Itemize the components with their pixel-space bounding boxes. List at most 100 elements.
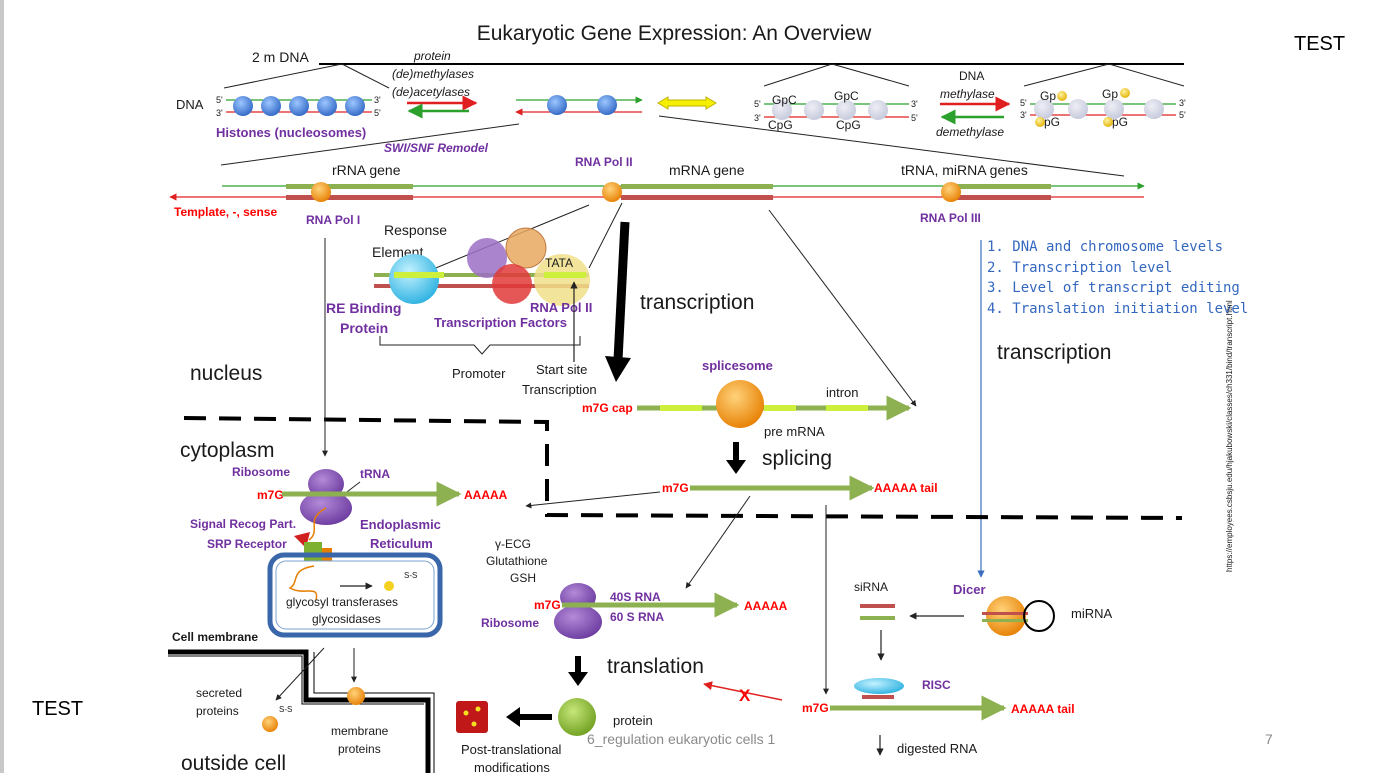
risc-icon (854, 678, 904, 694)
glyco-label: glycosyl transferases (286, 595, 398, 609)
intron-label: intron (826, 385, 859, 400)
folded-protein-icon (384, 581, 394, 591)
swi-snf-label: SWI/SNF Remodel (384, 141, 489, 155)
methyl-icon (1057, 91, 1067, 101)
intron-segment (826, 405, 868, 411)
ribosome-label: Ribosome (232, 465, 290, 479)
unfolded-protein (288, 565, 318, 601)
nascent-chain (308, 507, 327, 541)
enzyme-label: (de)methylases (392, 67, 474, 81)
zoom-line (588, 202, 623, 269)
cpg-label: CpG (768, 118, 793, 132)
modification-dot (471, 721, 477, 727)
cell-membrane (168, 655, 424, 705)
demethylase-label: demethylase (936, 125, 1004, 139)
trna-gene-label: tRNA, miRNA genes (901, 162, 1028, 178)
re-binding-label: RE Binding (326, 300, 401, 316)
mrna-gene-label: mRNA gene (669, 162, 745, 178)
level-item: 2. Transcription level (987, 260, 1172, 276)
risc-label: RISC (922, 678, 951, 692)
gpc-label: GpC (834, 89, 859, 103)
double-arrow-icon (657, 96, 717, 110)
ribosome-label: Ribosome (481, 616, 539, 630)
histone-icon (233, 96, 253, 116)
tf-icon (505, 227, 547, 269)
histone-icon (547, 95, 567, 115)
secreted-protein-icon (262, 716, 278, 732)
nucleosome-icon (1034, 99, 1054, 119)
response-label: Response (384, 222, 447, 238)
nucleosome-icon (836, 100, 856, 120)
enzyme-label: protein (413, 49, 451, 63)
translation-label: translation (607, 655, 704, 678)
transcription-arrow (613, 221, 630, 361)
histone-icon (597, 95, 617, 115)
aaaaa-tail-label: AAAAA tail (874, 481, 938, 495)
promoter-box (394, 272, 444, 278)
zoom-line (425, 204, 590, 273)
rna-pol2-label: RNA Pol II (575, 155, 633, 169)
aaaaa-label: AAAAA (464, 488, 508, 502)
zoom-line (763, 63, 833, 87)
nucleosome-icon (868, 100, 888, 120)
mirna-strand (982, 612, 1028, 615)
glyco-label: glycosidases (312, 612, 381, 626)
modified-protein-icon (456, 701, 488, 733)
tata-label: TATA (545, 256, 573, 270)
dicer-icon (986, 596, 1026, 636)
pg-label: pG (1112, 115, 1128, 129)
five-prime-label: 5' (911, 113, 918, 123)
histone-icon (345, 96, 365, 116)
re-binding-protein-icon (389, 254, 439, 304)
histone-icon (317, 96, 337, 116)
rna-pol1-label: RNA Pol I (306, 213, 360, 227)
five-prime-label: 5' (1020, 98, 1027, 108)
export-arrow (525, 491, 661, 509)
mirna-label: miRNA (1071, 606, 1112, 621)
nucleosome-icon (804, 100, 824, 120)
ptm-label: Post-translational (461, 742, 562, 757)
secreted-label: secreted (196, 686, 242, 700)
rna60-label: 60 S RNA (610, 610, 664, 624)
aaaaa-label: AAAAA (744, 599, 788, 613)
three-prime-label: 5' (374, 108, 381, 118)
nucleosome-icon (1068, 99, 1088, 119)
dna-label: DNA (176, 97, 204, 112)
disulfide-label: S-S (279, 705, 292, 714)
protein-label: protein (613, 713, 653, 728)
methyl-icon (1103, 117, 1113, 127)
tfs-label: Transcription Factors (434, 315, 567, 330)
rna40-label: 40S RNA (610, 590, 661, 604)
level-item: 3. Level of transcript editing (987, 280, 1240, 296)
ptm-arrow-head (506, 707, 520, 727)
secreted-proteins-label: proteins (196, 704, 239, 718)
gsh-label: GSH (510, 571, 536, 585)
glutathione-label: Glutathione (486, 554, 548, 568)
rrna-gene-bar (286, 184, 413, 189)
histone-icon (261, 96, 281, 116)
cell-membrane (313, 652, 435, 773)
trna-gene-bar (946, 195, 1051, 200)
tf-icon (467, 238, 507, 278)
cap-label: m7G cap (582, 401, 633, 415)
nucleosome-icon (1144, 99, 1164, 119)
protein-icon (558, 698, 596, 736)
pg-label: pG (1044, 115, 1060, 129)
pathway-arrow (685, 495, 751, 589)
zoom-line (1108, 63, 1185, 87)
membrane-proteins-label: proteins (338, 742, 381, 756)
rrna-gene-label: rRNA gene (332, 162, 401, 178)
splicing-label: splicing (762, 447, 832, 470)
gp-label: Gp (1102, 87, 1118, 101)
sirna-strand (860, 604, 895, 608)
footer-text: 6_regulation eukaryotic cells 1 (587, 731, 776, 747)
er-label: Reticulum (370, 536, 433, 551)
modification-dot (475, 706, 481, 712)
promoter-label: Promoter (452, 366, 506, 381)
pol2-complex-label: RNA Pol II (530, 300, 592, 315)
gene-expression-diagram: Eukaryotic Gene Expression: An Overview … (168, 22, 1248, 773)
five-prime-label: 5' (1179, 110, 1186, 120)
rrna-gene-bar (286, 195, 413, 200)
risc-sirna (862, 695, 894, 699)
re-protein-label: Protein (340, 320, 388, 336)
